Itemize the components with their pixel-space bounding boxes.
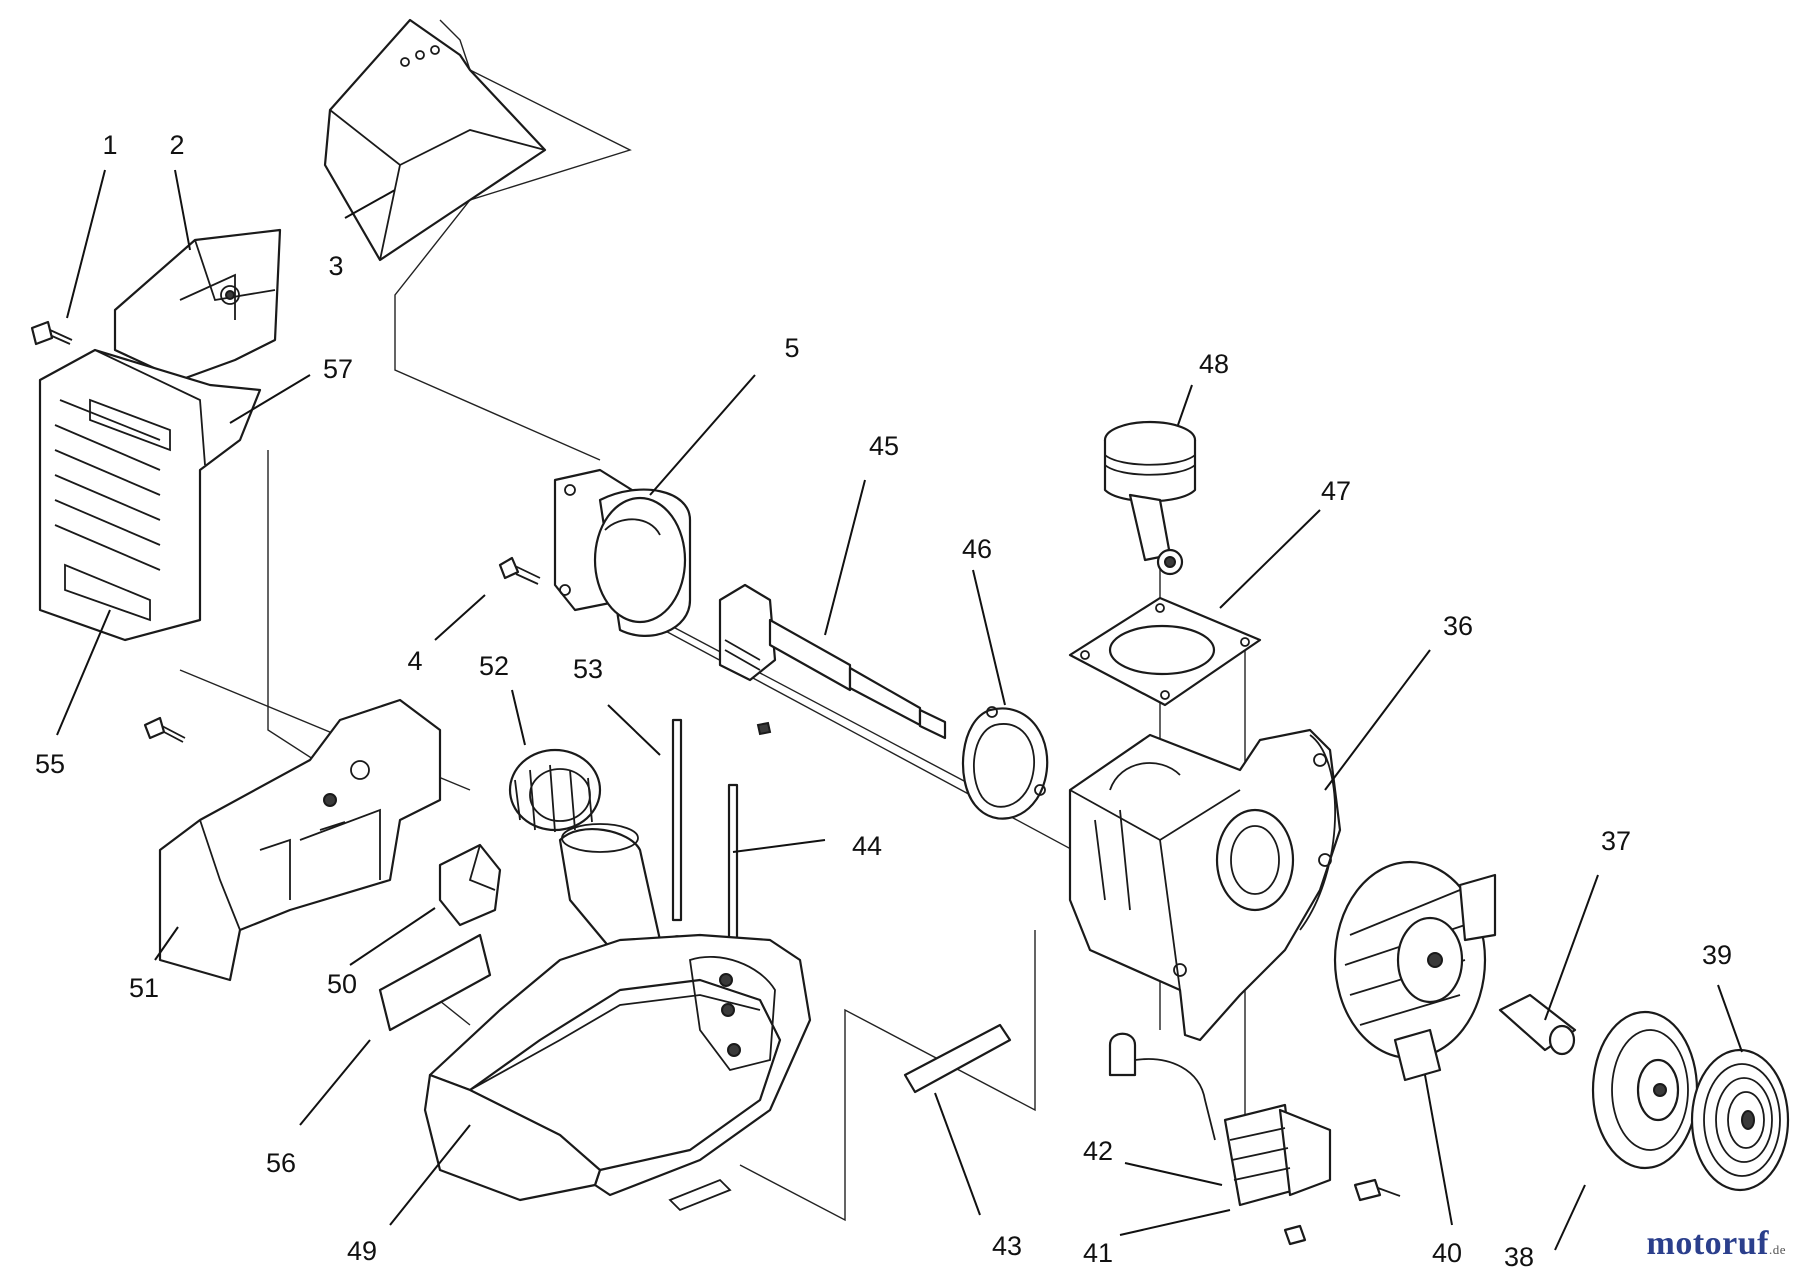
label-48: 48 [1199, 349, 1229, 379]
label-42: 42 [1083, 1136, 1113, 1166]
label-50: 50 [327, 969, 357, 999]
label-3: 3 [328, 251, 343, 281]
part-43-bar [903, 1023, 1012, 1094]
part-51-rear-housing [158, 698, 442, 982]
label-4: 4 [407, 646, 422, 676]
watermark-tld: .de [1768, 1242, 1786, 1257]
part-44-53-studs [669, 718, 739, 967]
label-57: 57 [323, 354, 353, 384]
label-37: 37 [1601, 826, 1631, 856]
part-2-cylinder-cover [113, 228, 282, 382]
label-44: 44 [852, 831, 882, 861]
label-53: 53 [573, 654, 603, 684]
part-5-muffler [553, 468, 692, 637]
label-47: 47 [1321, 476, 1351, 506]
part-42-ignition-coil [1108, 1032, 1401, 1246]
label-1: 1 [102, 130, 117, 160]
part-50-block [438, 843, 502, 927]
label-43: 43 [992, 1231, 1022, 1261]
watermark-logo: motoruf.de [1647, 1225, 1787, 1263]
label-38: 38 [1504, 1242, 1534, 1272]
part-1-screw [30, 320, 73, 346]
part-45-crankshaft [718, 583, 947, 740]
label-2: 2 [169, 130, 184, 160]
part-49-fuel-tank [423, 933, 812, 1212]
part-38-starter-pulley [1591, 1010, 1699, 1170]
label-46: 46 [962, 534, 992, 564]
part-4-screw [498, 556, 541, 585]
label-45: 45 [869, 431, 899, 461]
assembly-guide-lines [179, 19, 1246, 1222]
part-48-piston [1103, 420, 1197, 576]
part-56-pad [378, 933, 492, 1032]
part-52-filter-cap [508, 748, 602, 833]
label-52: 52 [479, 651, 509, 681]
part-3-air-shroud [323, 18, 547, 262]
label-36: 36 [1443, 611, 1473, 641]
part-37-spacer [1498, 993, 1577, 1056]
part-40-flywheel [1333, 860, 1497, 1082]
part-number-labels: 1 2 3 57 55 5 4 45 46 48 47 36 37 39 38 … [35, 130, 1732, 1272]
part-55-grille-cover [38, 348, 262, 642]
label-49: 49 [347, 1236, 377, 1266]
part-46-gasket [961, 706, 1049, 820]
part-36-crankcase [1068, 728, 1342, 1042]
part-47-cylinder-gasket [1068, 596, 1262, 707]
label-55: 55 [35, 749, 65, 779]
screw-51 [143, 716, 186, 743]
label-51: 51 [129, 973, 159, 1003]
leader-lines [56, 169, 1743, 1251]
label-56: 56 [266, 1148, 296, 1178]
label-5: 5 [784, 333, 799, 363]
watermark-name: motoruf [1646, 1225, 1769, 1262]
part-39-recoil-spring [1690, 1048, 1790, 1192]
label-40: 40 [1432, 1238, 1462, 1268]
label-39: 39 [1702, 940, 1732, 970]
label-41: 41 [1083, 1238, 1113, 1268]
